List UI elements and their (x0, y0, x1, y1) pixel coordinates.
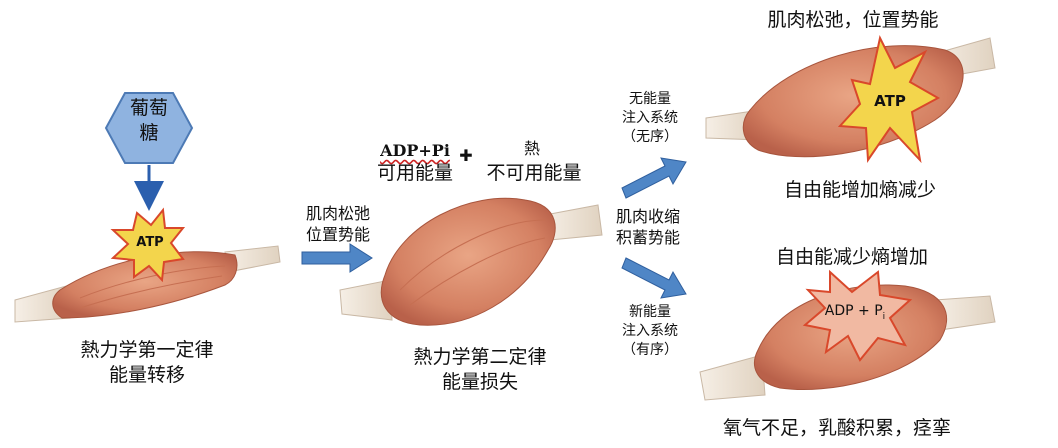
arrow-1 (301, 243, 373, 273)
bottom-right-adp-text: ADP + P (824, 303, 883, 319)
stage1-atp-star (110, 207, 186, 283)
glucose-line1: 葡萄 (129, 97, 168, 119)
upper-line2: 注入系统 (622, 110, 678, 126)
bottom-right-title: 自由能减少熵增加 (775, 246, 928, 268)
bottom-right-adp-star (802, 269, 913, 362)
stage1-caption: 熱力学第一定律 能量转移 (52, 338, 242, 388)
lower-line3: （有序） (622, 342, 678, 358)
arrow-down-branch (621, 257, 687, 299)
middle-line1: 肌肉收缩 (615, 207, 680, 226)
glucose-hexagon (104, 92, 194, 164)
stage2-usable-label: 可用能量 (376, 162, 453, 184)
top-right-muscle (705, 37, 996, 158)
stage2-muscle (339, 197, 603, 326)
upper-line1: 无能量 (629, 91, 671, 107)
bottom-right-adp-sub: i (882, 311, 886, 322)
top-right-atp-star (837, 35, 941, 164)
arrow1-line1: 肌肉松弛 (305, 204, 370, 223)
glucose-line2: 糖 (139, 122, 159, 144)
stage2-heat-label: 熱 (523, 139, 540, 158)
stage1-muscle (14, 245, 281, 323)
upper-branch-label: 无能量 注入系统 （无序） (605, 90, 695, 147)
top-right-caption: 自由能增加熵减少 (783, 179, 936, 201)
lower-line1: 新能量 (629, 304, 671, 320)
stage2-adp-label: ADP+Pi (380, 141, 450, 160)
stage1-atp-label: ATP (136, 235, 164, 250)
upper-line3: （无序） (622, 129, 678, 145)
stage1-desc: 能量转移 (108, 364, 185, 386)
stage2-caption: 熱力学第二定律 能量损失 (385, 345, 575, 395)
plus-icon: ✚ (459, 146, 473, 165)
arrow1-label: 肌肉松弛 位置势能 (288, 203, 388, 245)
lower-branch-label: 新能量 注入系统 （有序） (605, 303, 695, 360)
middle-label: 肌肉收缩 积蓄势能 (598, 206, 698, 248)
stage2-unusable-label: 不可用能量 (486, 162, 582, 184)
stage2-desc: 能量损失 (441, 371, 518, 393)
top-right-title: 肌肉松弛，位置势能 (767, 9, 939, 31)
top-right-atp-label: ATP (874, 92, 906, 110)
stage1-law: 熱力学第一定律 (80, 339, 214, 361)
arrow-up-branch (621, 157, 687, 199)
arrow1-line2: 位置势能 (305, 225, 370, 244)
bottom-right-adp-label: ADP + Pi (810, 303, 900, 322)
middle-line2: 积蓄势能 (615, 228, 680, 247)
glucose-label: 葡萄 糖 (118, 96, 180, 146)
stage2-law: 熱力学第二定律 (413, 346, 547, 368)
bottom-right-caption: 氧气不足，乳酸积累，痉挛 (722, 417, 951, 439)
lower-line2: 注入系统 (622, 323, 678, 339)
